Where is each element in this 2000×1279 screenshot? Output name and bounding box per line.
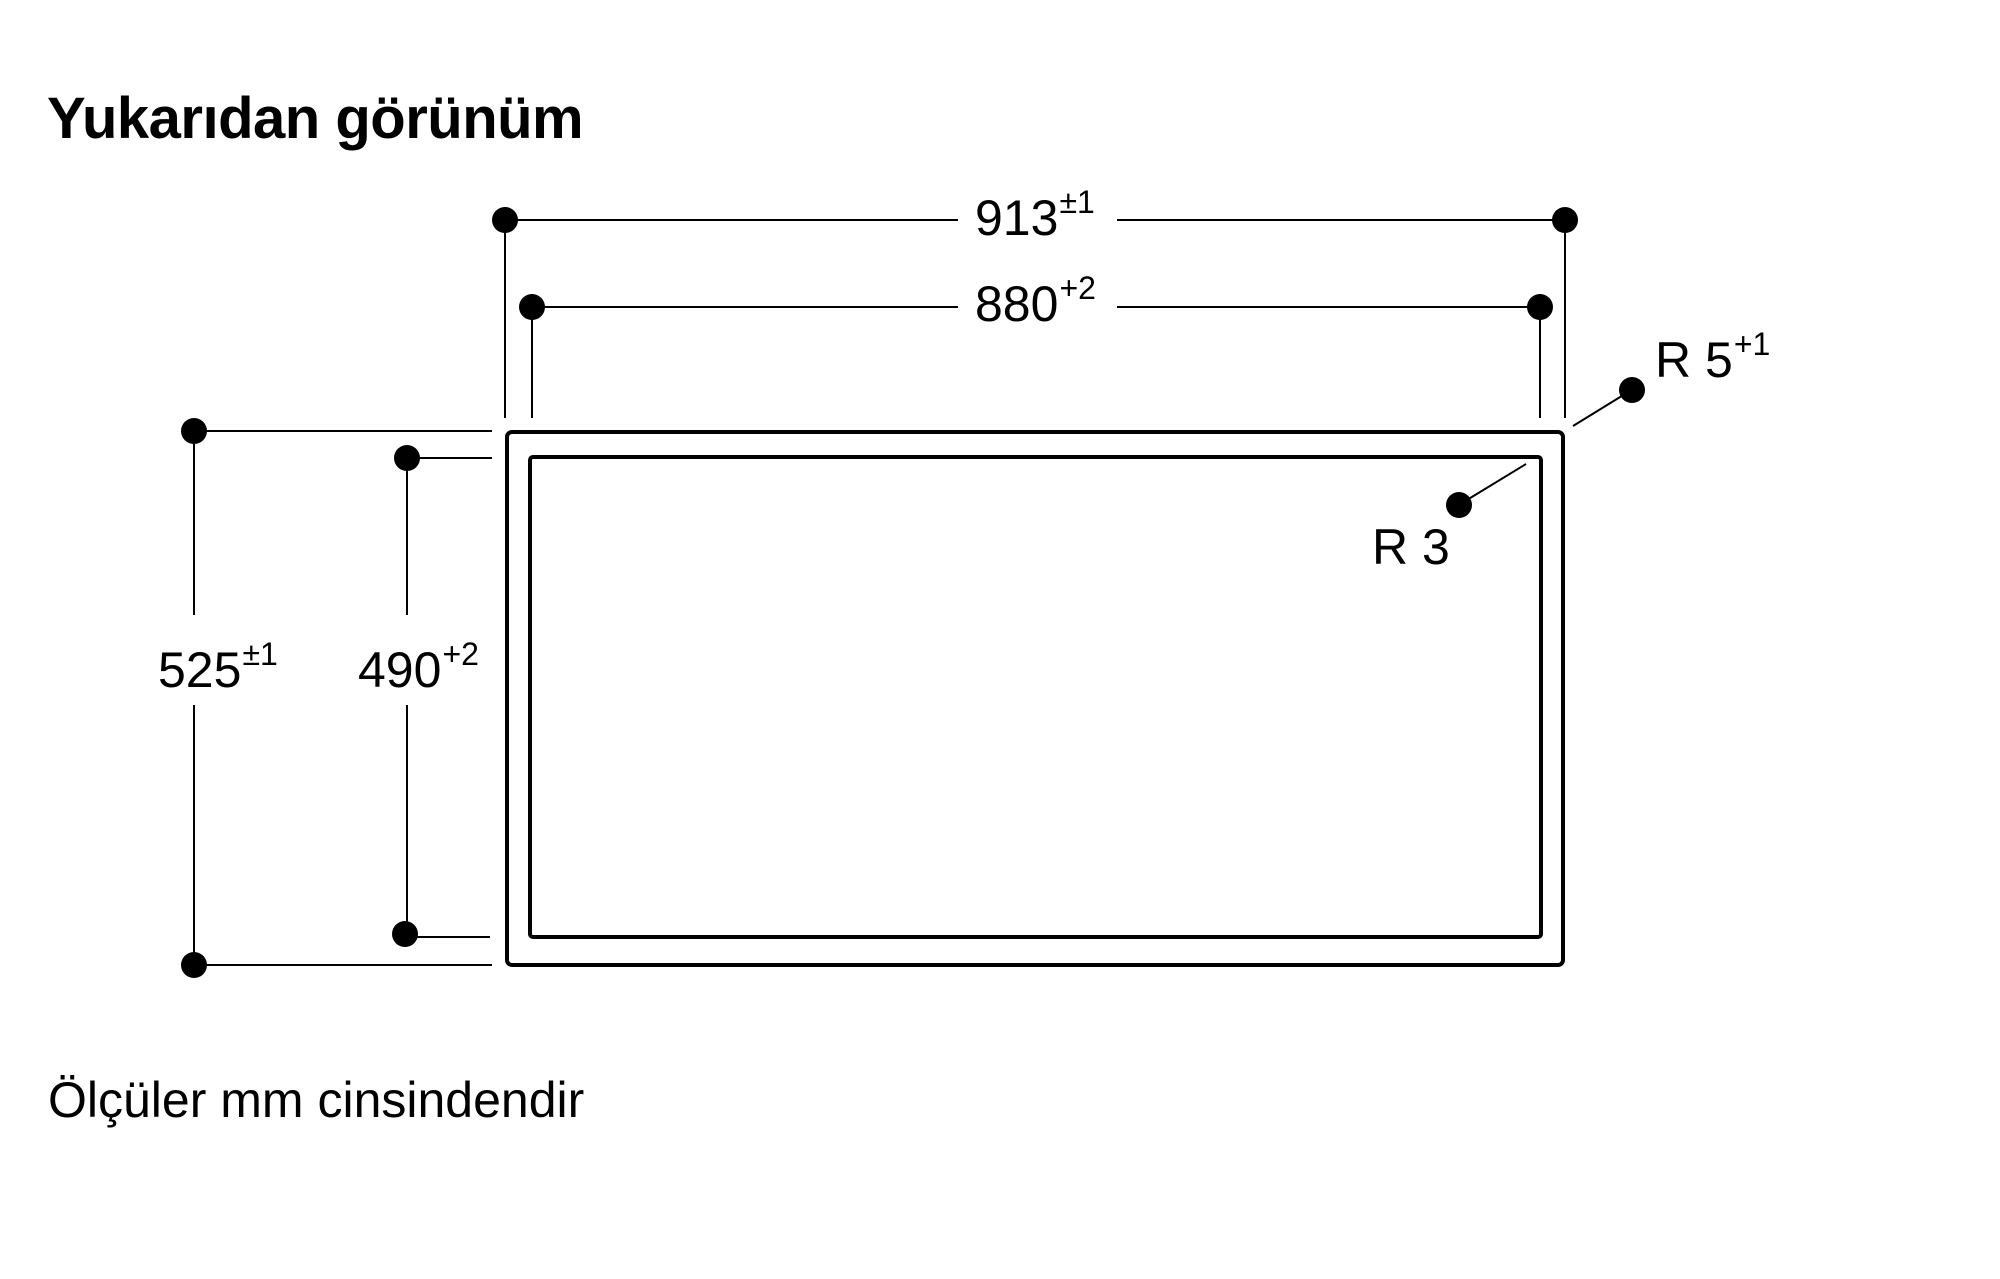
dimension-value: 913 <box>975 190 1059 246</box>
dimension-value: 525 <box>158 642 242 698</box>
tolerance: +2 <box>1059 270 1096 306</box>
tolerance: +1 <box>1733 326 1771 362</box>
dimension-value: R 3 <box>1372 519 1450 575</box>
dimension-dot <box>181 418 207 444</box>
dimension-dot <box>519 294 545 320</box>
dimension-value: R 5 <box>1655 332 1733 388</box>
label-inner-depth: 490+2 <box>358 638 479 698</box>
units-note: Ölçüler mm cinsindendir <box>48 1072 585 1128</box>
dimension-dot <box>1552 207 1578 233</box>
tolerance: ±1 <box>242 636 278 672</box>
leader-dot <box>1619 377 1645 403</box>
page-title: Yukarıdan görünüm <box>47 86 584 151</box>
leader-inner-radius <box>1446 463 1527 518</box>
label-inner-width: 880+2 <box>975 272 1096 332</box>
tolerance: ±1 <box>1059 184 1095 220</box>
dimension-dot <box>181 952 207 978</box>
dimension-outer-depth <box>181 418 492 978</box>
outer-cutout-outline <box>505 430 1565 967</box>
dimension-value: 880 <box>975 276 1059 332</box>
leader-outer-radius <box>1572 377 1645 427</box>
dimension-dot <box>492 207 518 233</box>
dimension-dot <box>392 921 418 947</box>
inner-cutout-outline <box>528 455 1543 939</box>
dimension-dot <box>1527 294 1553 320</box>
label-outer-depth: 525±1 <box>158 638 278 698</box>
label-outer-width: 913±1 <box>975 186 1095 246</box>
tolerance: +2 <box>442 636 479 672</box>
dimension-inner-depth <box>392 445 492 947</box>
label-outer-radius: R 5+1 <box>1655 328 1770 388</box>
label-inner-radius: R 3 <box>1372 522 1450 572</box>
dimension-value: 490 <box>358 642 442 698</box>
dimension-inner-width <box>519 294 1553 418</box>
leader-dot <box>1446 492 1472 518</box>
dimension-outer-width <box>492 207 1578 418</box>
dimension-dot <box>394 445 420 471</box>
